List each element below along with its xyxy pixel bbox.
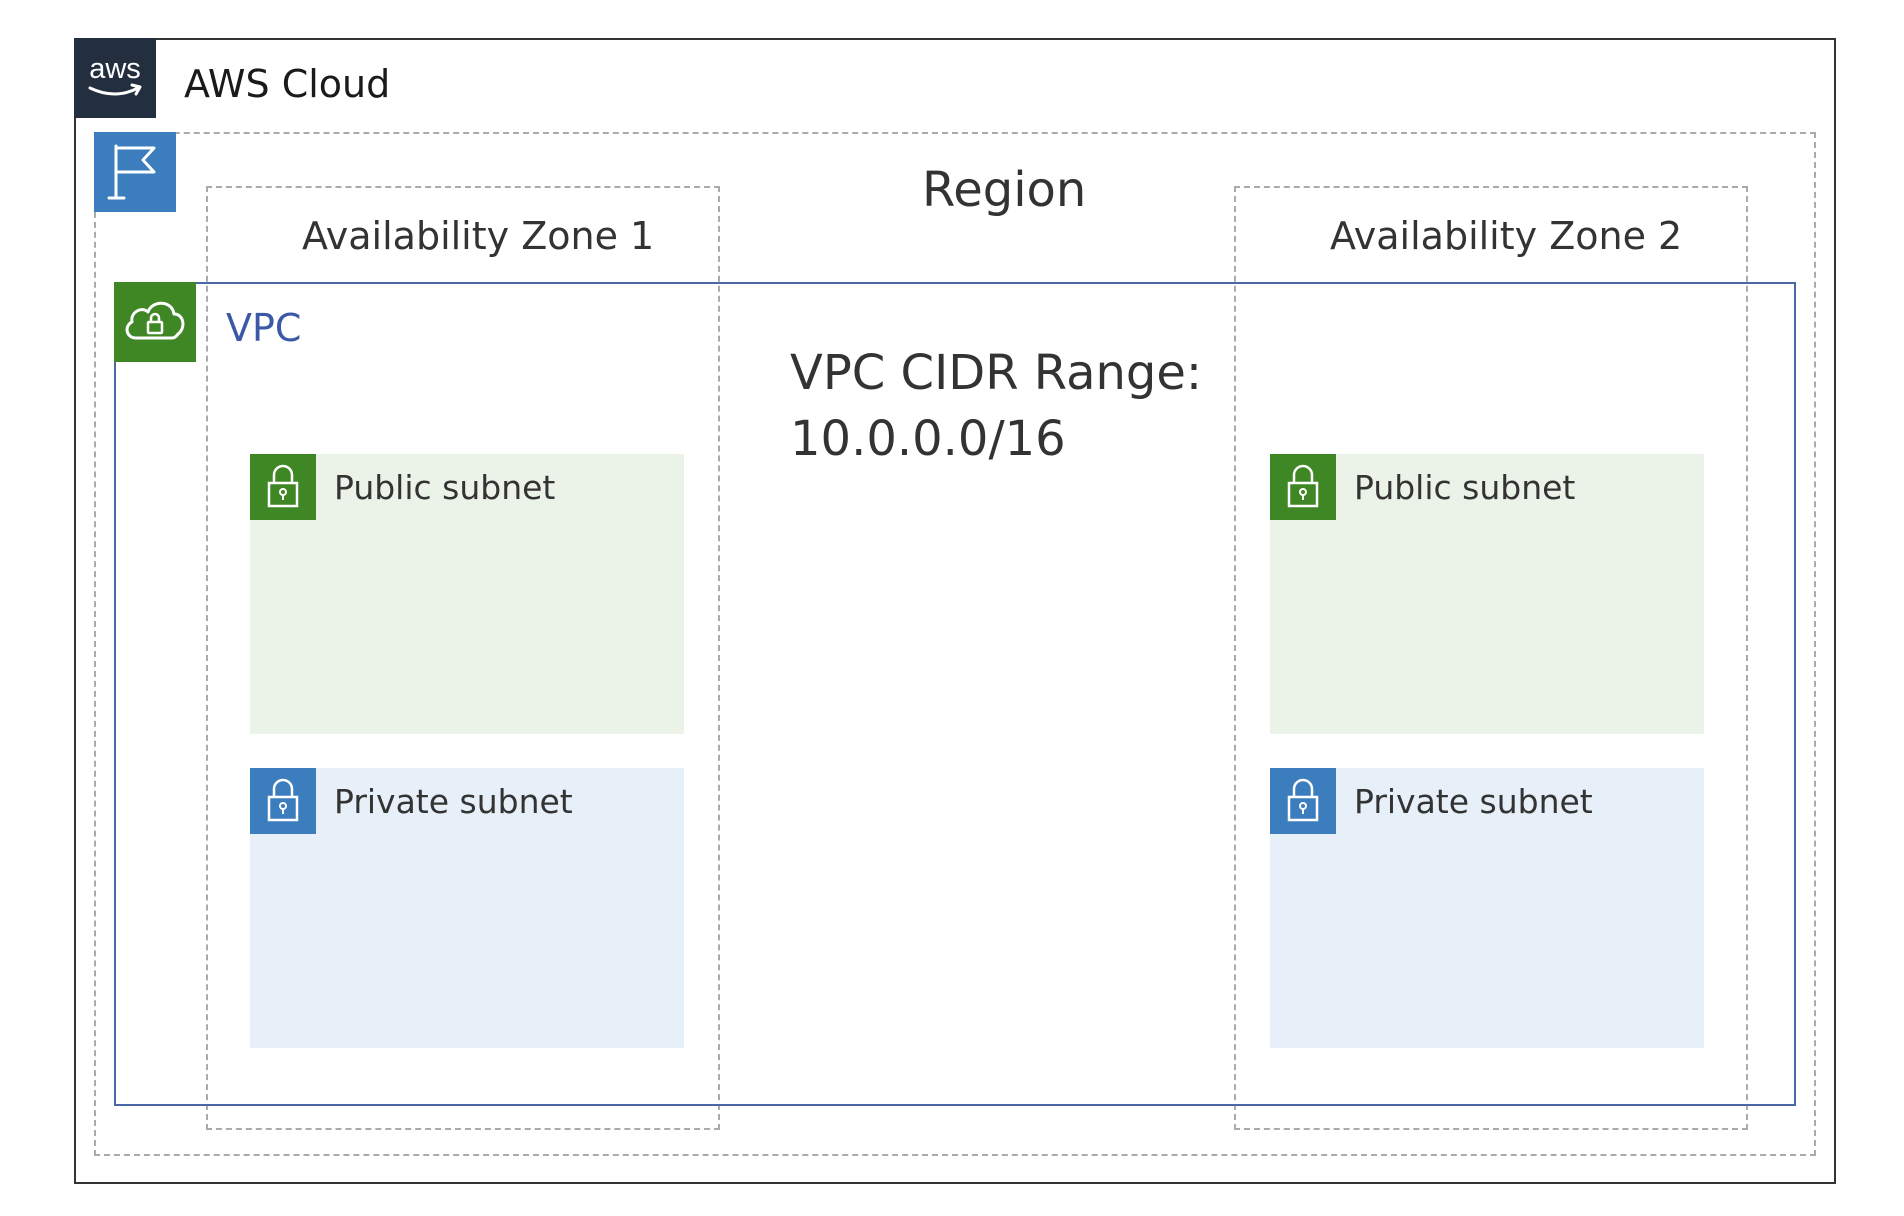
padlock-icon (250, 768, 316, 834)
aws-logo-text: aws (89, 53, 141, 85)
padlock-icon (1270, 454, 1336, 520)
public-subnet-az2 (1270, 454, 1704, 734)
padlock-icon (250, 454, 316, 520)
availability-zone-2-label: Availability Zone 2 (1330, 214, 1683, 258)
vpc-cidr-range-value: 10.0.0.0/16 (790, 411, 1066, 467)
private-subnet-az2 (1270, 768, 1704, 1048)
vpc-label: VPC (226, 306, 302, 350)
availability-zone-2-frame (1234, 186, 1748, 1130)
private-subnet-az1-label: Private subnet (334, 782, 573, 821)
flag-icon (94, 132, 176, 212)
aws-logo-icon: aws (74, 38, 156, 118)
aws-cloud-title: AWS Cloud (184, 62, 391, 106)
private-subnet-az1 (250, 768, 684, 1048)
padlock-icon (1270, 768, 1336, 834)
region-frame (94, 132, 1816, 1156)
region-title: Region (922, 162, 1087, 218)
availability-zone-1-label: Availability Zone 1 (302, 214, 655, 258)
public-subnet-az1-label: Public subnet (334, 468, 556, 507)
vpc-frame (114, 282, 1796, 1106)
vpc-cidr-range-title: VPC CIDR Range: (790, 345, 1203, 401)
cloud-lock-icon (114, 282, 196, 362)
private-subnet-az2-label: Private subnet (1354, 782, 1593, 821)
aws-cloud-frame (74, 38, 1836, 1184)
availability-zone-1-frame (206, 186, 720, 1130)
public-subnet-az2-label: Public subnet (1354, 468, 1576, 507)
public-subnet-az1 (250, 454, 684, 734)
vpc-cidr-range: VPC CIDR Range: 10.0.0.0/16 (790, 340, 1202, 472)
